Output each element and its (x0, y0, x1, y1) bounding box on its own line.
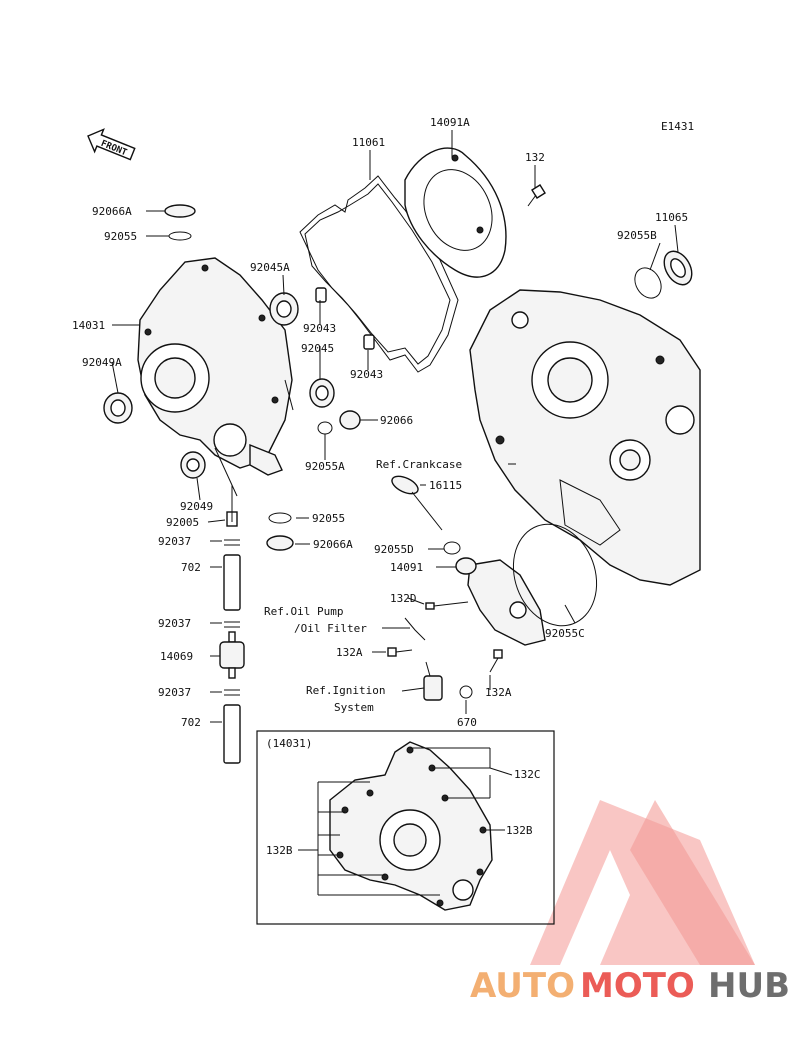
label-92055B: 92055B (617, 229, 657, 242)
cap-92066A-top (164, 204, 196, 218)
bolt-132 (527, 184, 546, 207)
label-14069: 14069 (160, 650, 193, 663)
gasket-92055C (512, 523, 598, 627)
watermark-moto: MOTO (580, 966, 695, 1006)
seal-92049 (180, 451, 206, 479)
label-92043-b: 92043 (350, 368, 383, 381)
label-132A-a: 132A (336, 646, 363, 659)
label-92045: 92045 (301, 342, 334, 355)
label-670: 670 (457, 716, 477, 729)
label-92066: 92066 (380, 414, 413, 427)
label-92037-b: 92037 (158, 617, 191, 630)
watermark-auto: AUTO (470, 966, 575, 1006)
bearing-92045 (309, 378, 335, 408)
label-92045A: 92045A (250, 261, 290, 274)
label-92055D: 92055D (374, 543, 414, 556)
label-132B-left: 132B (266, 844, 293, 857)
label-92049A: 92049A (82, 356, 122, 369)
label-11065: 11065 (655, 211, 688, 224)
clamp-92037-b (224, 621, 240, 628)
oring-92055A (317, 421, 333, 435)
label-14031: 14031 (72, 319, 105, 332)
cap-92066 (339, 410, 361, 430)
label-132C: 132C (514, 768, 541, 781)
seal-11065 (663, 250, 693, 286)
label-92043-a: 92043 (303, 322, 336, 335)
bolt-132D (425, 601, 469, 610)
hose-702-a (223, 554, 241, 611)
clamp-92037-a (224, 539, 240, 546)
clamp-92037-c (224, 689, 240, 696)
label-132: 132 (525, 151, 545, 164)
dowel-92043-b (363, 334, 375, 350)
label-132A-b: 132A (485, 686, 512, 699)
cover-14031 (137, 257, 293, 476)
label-92055-top: 92055 (104, 230, 137, 243)
bolt-132A-b (489, 649, 503, 673)
watermark-logo: AUTO MOTO HUB (470, 800, 790, 1006)
label-ref-oil-pump-2: /Oil Filter (294, 622, 367, 635)
oring-92055B (634, 267, 662, 299)
gasket-11061 (299, 175, 459, 373)
oring-92055D (443, 541, 461, 555)
label-14091A: 14091A (430, 116, 470, 129)
oring-670 (459, 685, 473, 699)
label-ref-crankcase: Ref.Crankcase (376, 458, 462, 471)
label-16115: 16115 (429, 479, 462, 492)
seal-92049A (103, 392, 133, 424)
label-ref-ignition-1: Ref.Ignition (306, 684, 385, 697)
cover-14091 (455, 557, 546, 646)
hose-702-b (223, 704, 241, 764)
label-92055C: 92055C (545, 627, 585, 640)
breather-14069 (219, 631, 245, 679)
bolt-132A-a (387, 647, 413, 657)
label-14091: 14091 (390, 561, 423, 574)
label-92049: 92049 (180, 500, 213, 513)
oring-92055-mid (268, 512, 292, 524)
leader-lines (111, 130, 679, 723)
label-ref-oil-pump-1: Ref.Oil Pump (264, 605, 343, 618)
label-92037-c: 92037 (158, 686, 191, 699)
label-132B-right: 132B (506, 824, 533, 837)
label-702-b: 702 (181, 716, 201, 729)
label-92055-mid: 92055 (312, 512, 345, 525)
part-labels: 11061 14091A 132 11065 92055B 92066A 920… (72, 116, 688, 857)
label-92055A: 92055A (305, 460, 345, 473)
inset-title: (14031) (266, 737, 312, 750)
oil-pump-ref-pipe (404, 617, 426, 641)
crankcase (469, 289, 701, 586)
cap-92066A-mid (266, 535, 294, 551)
label-ref-ignition-2: System (334, 701, 374, 714)
oring-92055-top (168, 231, 192, 241)
front-arrow-icon: FRONT (87, 128, 136, 161)
label-92005: 92005 (166, 516, 199, 529)
diagram-code: E1431 (661, 120, 694, 133)
label-92066A-top: 92066A (92, 205, 132, 218)
bearing-92045A (269, 292, 299, 326)
dipstick-16115 (391, 475, 443, 531)
label-92066A-mid: 92066A (313, 538, 353, 551)
label-132D: 132D (390, 592, 417, 605)
ignition-sensor (423, 661, 443, 701)
plate-14091A (404, 147, 507, 278)
label-702-a: 702 (181, 561, 201, 574)
dowel-92043-a (315, 287, 327, 303)
inset-panel (256, 730, 555, 925)
label-11061: 11061 (352, 136, 385, 149)
watermark-hub: HUB (708, 966, 790, 1006)
label-92037-a: 92037 (158, 535, 191, 548)
